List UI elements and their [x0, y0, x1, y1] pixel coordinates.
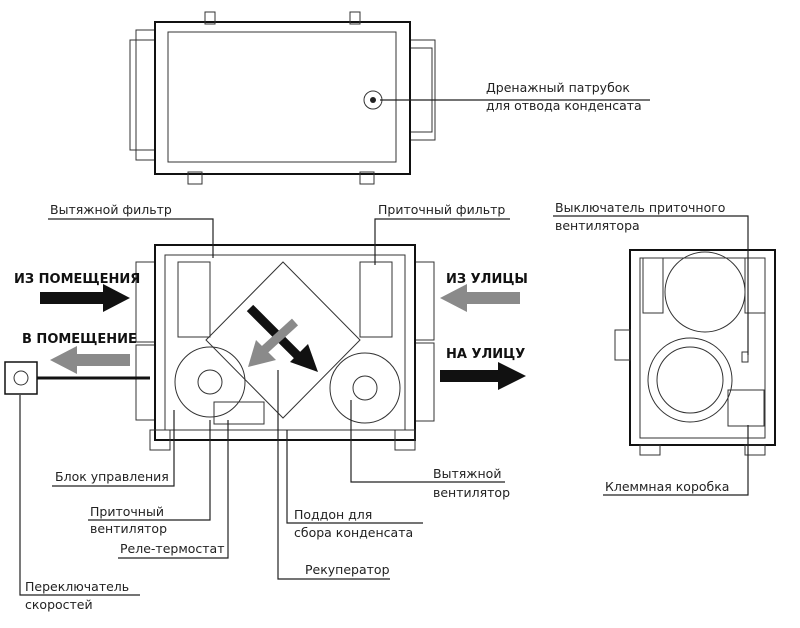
terminal-box-label: Клеммная коробка: [605, 479, 729, 494]
speed-switch-label-2: скоростей: [25, 597, 93, 612]
control-unit-label: Блок управления: [55, 469, 169, 484]
speed-switch-label: Переключатель: [25, 579, 129, 594]
top-view-unit: [129, 11, 436, 185]
exhaust-filter-label: Вытяжной фильтр: [50, 202, 172, 217]
to-street-label: НА УЛИЦУ: [446, 347, 525, 362]
drain-pan-label: Поддон для: [294, 507, 372, 522]
side-view-unit: [614, 249, 776, 456]
lower-duct: [647, 337, 733, 423]
exhaust-fan-icon: [329, 352, 401, 424]
supply-fan-label-2: вентилятор: [90, 521, 167, 536]
supply-fan-icon: [174, 346, 246, 418]
from-street-arrow: [440, 284, 520, 312]
from-street-label: ИЗ УЛИЦЫ: [446, 272, 528, 287]
thermo-relay-icon: [213, 401, 265, 425]
recuperator-core: [205, 261, 361, 419]
exhaust-filter: [177, 261, 211, 338]
front-view-unit: [135, 244, 435, 451]
drain-pan-label-2: сбора конденсата: [294, 525, 413, 540]
drain-label-2: для отвода конденсата: [486, 98, 642, 113]
supply-fan-switch-label-2: вентилятора: [555, 218, 640, 233]
to-street-arrow: [440, 362, 526, 390]
drain-label: Дренажный патрубок: [486, 80, 630, 95]
from-room-arrow: [40, 284, 130, 312]
supply-filter-label: Приточный фильтр: [378, 202, 505, 217]
thermo-relay-label: Реле-термостат: [120, 541, 225, 556]
terminal-box-icon: [727, 389, 765, 427]
to-room-label: В ПОМЕЩЕНИЕ: [22, 332, 137, 347]
to-room-arrow: [50, 346, 130, 374]
supply-fan-switch-label: Выключатель приточного: [555, 200, 725, 215]
speed-switch-icon: [4, 361, 38, 395]
from-room-label: ИЗ ПОМЕЩЕНИЯ: [14, 272, 140, 287]
supply-fan-label: Приточный: [90, 504, 164, 519]
recuperator-label: Рекуператор: [305, 562, 390, 577]
supply-filter: [359, 261, 393, 338]
upper-duct: [664, 251, 746, 333]
exhaust-fan-label-2: вентилятор: [433, 485, 510, 500]
exhaust-fan-label: Вытяжной: [433, 466, 501, 481]
switch-icon: [741, 351, 749, 363]
